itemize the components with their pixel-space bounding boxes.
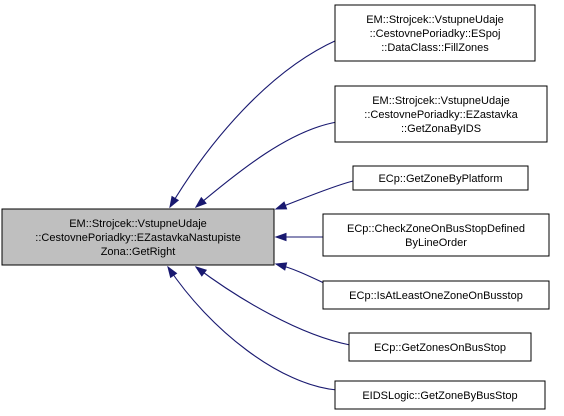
- edge-fillzones-to-root: [169, 39, 338, 208]
- arrowhead-isatleastone: [274, 262, 288, 271]
- caller-node-getzonebybusstop[interactable]: EIDSLogic::GetZoneByBusStop: [334, 380, 546, 410]
- nodes: EM::Strojcek::VstupneUdaje::CestovnePori…: [1, 4, 550, 410]
- caller-node-getzonesonbusstop-box: [348, 332, 532, 362]
- root-node-getright-box: [1, 208, 275, 266]
- edge-getzonebyplatform-to-root: [275, 180, 354, 210]
- caller-node-getzonesonbusstop-label-line: ECp::GetZonesOnBusStop: [374, 342, 506, 354]
- caller-node-getzonebybusstop-box: [334, 380, 546, 410]
- caller-node-checkzone[interactable]: ECp::CheckZoneOnBusStopDefinedByLineOrde…: [322, 213, 550, 257]
- root-node-getright-label-line: EM::Strojcek::VstupneUdaje: [69, 218, 207, 230]
- caller-node-isatleastone[interactable]: ECp::IsAtLeastOneZoneOnBusstop: [322, 280, 550, 310]
- caller-node-fillzones-label-line: ::DataClass::FillZones: [381, 42, 489, 54]
- caller-node-getzonabyids-label-line: ::GetZonaByIDS: [401, 123, 481, 135]
- arrowhead-getzonebybusstop: [167, 265, 178, 279]
- edge-getzonesonbusstop-to-root: [195, 266, 351, 346]
- edge-getzonebybusstop-to-root: [167, 266, 338, 391]
- caller-node-getzonabyids-label-line: EM::Strojcek::VstupneUdaje: [372, 95, 510, 107]
- arrowhead-fillzones: [169, 195, 180, 209]
- caller-node-getzonebyplatform-label-line: ECp::GetZoneByPlatform: [378, 173, 502, 185]
- caller-node-fillzones-label-line: EM::Strojcek::VstupneUdaje: [366, 14, 504, 26]
- caller-node-getzonebyplatform-box: [352, 165, 529, 191]
- caller-node-isatleastone-box: [322, 280, 550, 310]
- arrowhead-getzonabyids: [194, 196, 207, 208]
- caller-node-fillzones[interactable]: EM::Strojcek::VstupneUdaje::CestovnePori…: [334, 4, 536, 62]
- caller-node-fillzones-box: [334, 4, 536, 62]
- arrowhead-getzonesonbusstop: [194, 266, 208, 277]
- root-node-getright[interactable]: EM::Strojcek::VstupneUdaje::CestovnePori…: [1, 208, 275, 266]
- caller-node-checkzone-label-line: ECp::CheckZoneOnBusStopDefined: [347, 223, 525, 235]
- root-node-getright-label-line: Zona::GetRight: [101, 246, 176, 258]
- edge-getzonabyids-to-root: [195, 121, 338, 208]
- caller-node-checkzone-label-line: ByLineOrder: [405, 237, 467, 249]
- arrowhead-getzonebyplatform: [274, 201, 288, 210]
- caller-node-getzonebybusstop-label-line: EIDSLogic::GetZoneByBusStop: [362, 390, 517, 402]
- caller-node-getzonabyids-label-line: ::CestovnePoriadky::EZastavka: [364, 109, 518, 121]
- caller-node-getzonebyplatform[interactable]: ECp::GetZoneByPlatform: [352, 165, 529, 191]
- caller-node-isatleastone-label-line: ECp::IsAtLeastOneZoneOnBusstop: [349, 290, 523, 302]
- caller-node-getzonesonbusstop[interactable]: ECp::GetZonesOnBusStop: [348, 332, 532, 362]
- arrowhead-checkzone: [274, 232, 287, 242]
- caller-node-getzonabyids[interactable]: EM::Strojcek::VstupneUdaje::CestovnePori…: [334, 85, 548, 143]
- caller-node-fillzones-label-line: ::CestovnePoriadky::ESpoj: [370, 28, 501, 40]
- caller-node-checkzone-box: [322, 213, 550, 257]
- root-node-getright-label-line: ::CestovnePoriadky::EZastavkaNastupiste: [35, 232, 240, 244]
- caller-node-getzonabyids-box: [334, 85, 548, 143]
